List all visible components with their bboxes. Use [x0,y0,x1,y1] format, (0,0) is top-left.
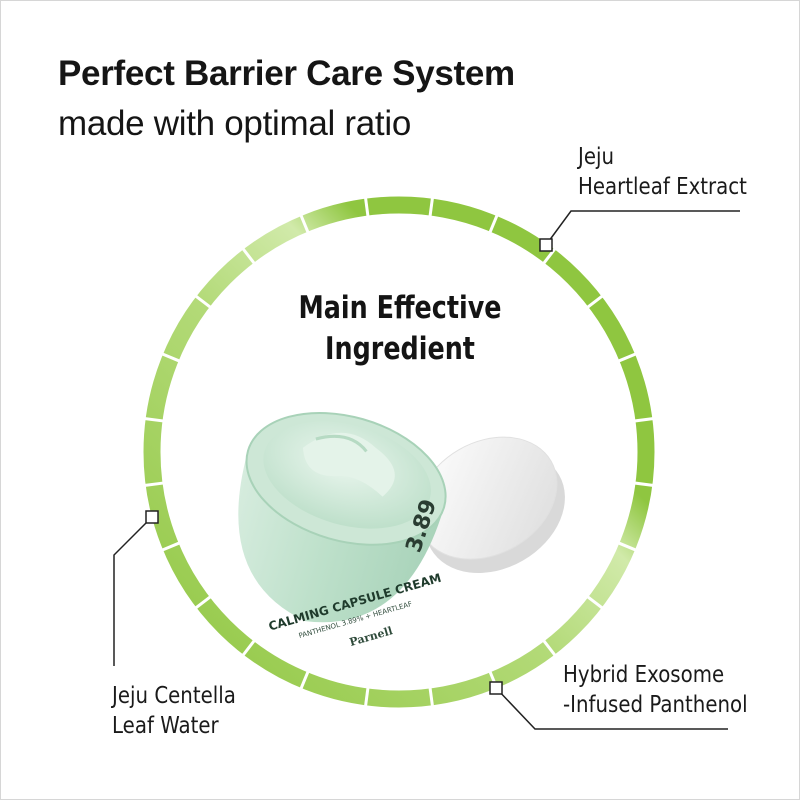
ingredient-label-heartleaf: Jeju Heartleaf Extract [578,142,747,202]
ring-divider [241,247,256,265]
headline: Perfect Barrier Care System [58,54,515,93]
marker-centella [145,510,159,524]
brand-name: Parnell [348,624,394,649]
ring-divider [488,213,499,234]
ingredient-ring [143,196,655,708]
ring-divider [363,197,370,218]
ring-divider [633,481,654,488]
ring-divider [194,294,212,309]
ring-divider [617,541,638,552]
marker-panthenol [489,681,503,695]
connector-panthenol [495,687,728,730]
ring-divider [363,686,370,707]
connector-heartleaf [545,210,740,246]
ring-divider [144,416,165,423]
ingredient-label-line2: -Infused Panthenol [563,692,748,718]
cream-jar-image [238,411,565,623]
ingredient-label-line2: Heartleaf Extract [578,174,747,200]
ring-divider [160,352,181,363]
ring-divider [633,416,654,423]
ring-divider [586,294,604,309]
connector-centella [113,516,153,666]
ring-divider [299,213,310,234]
subheadline: made with optimal ratio [58,104,411,143]
ring-divider [160,541,181,552]
ring-divider [194,595,212,610]
ingredient-label-panthenol: Hybrid Exosome -Infused Panthenol [563,660,748,720]
ring-divider [586,595,604,610]
ring-divider [299,670,310,691]
ingredient-label-centella: Jeju Centella Leaf Water [112,681,236,741]
ring-divider [428,686,435,707]
ingredient-label-line1: Jeju Centella [112,683,236,709]
marker-heartleaf [539,238,553,252]
ring-divider [617,352,638,363]
center-title-line1: Main Effective [298,290,502,326]
ingredient-label-line1: Jeju [578,144,615,170]
ring-divider [542,639,557,657]
ring-divider [144,481,165,488]
ingredient-label-line1: Hybrid Exosome [563,662,725,688]
center-title: Main Effective Ingredient [236,288,564,370]
ingredient-label-line2: Leaf Water [112,713,219,739]
ring-divider [542,247,557,265]
ring-divider [428,197,435,218]
center-title-line2: Ingredient [325,331,475,367]
ring-divider [241,639,256,657]
